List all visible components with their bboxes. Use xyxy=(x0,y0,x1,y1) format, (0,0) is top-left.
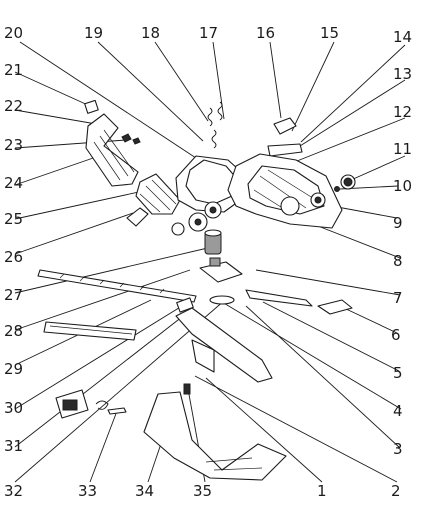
callout-9: 9 xyxy=(393,214,403,232)
callout-labels: 20 19 18 17 16 15 14 13 12 11 10 9 8 7 6… xyxy=(4,24,412,500)
callout-30: 30 xyxy=(4,399,23,417)
callout-14: 14 xyxy=(393,28,412,46)
callout-23: 23 xyxy=(4,136,23,154)
leader-lines xyxy=(14,41,406,483)
part-26-plate xyxy=(126,207,149,227)
part-gear-c xyxy=(171,222,185,236)
part-25-battery-box xyxy=(135,173,181,215)
callout-12: 12 xyxy=(393,103,412,121)
part-10-washer xyxy=(334,186,340,192)
callout-4: 4 xyxy=(393,402,403,420)
callout-17: 17 xyxy=(199,24,218,42)
part-24-tray xyxy=(85,113,139,187)
callout-27: 27 xyxy=(4,286,23,304)
part-34-plate xyxy=(143,391,287,481)
callout-32: 32 xyxy=(4,482,23,500)
callout-19: 19 xyxy=(84,24,103,42)
part-33-rod xyxy=(107,407,127,415)
callout-22: 22 xyxy=(4,97,23,115)
parts xyxy=(37,99,356,481)
part-3-block xyxy=(176,297,194,313)
callout-28: 28 xyxy=(4,322,23,340)
part-32-clip xyxy=(95,400,109,410)
part-35-pin xyxy=(183,383,191,395)
part-7-mount xyxy=(199,261,243,283)
callout-29: 29 xyxy=(4,360,23,378)
callout-11: 11 xyxy=(393,140,412,158)
callout-31: 31 xyxy=(4,437,23,455)
callout-3: 3 xyxy=(393,440,403,458)
callout-2: 2 xyxy=(391,482,401,500)
part-18-spring xyxy=(207,107,213,127)
callout-18: 18 xyxy=(141,24,160,42)
callout-5: 5 xyxy=(393,364,403,382)
callout-21: 21 xyxy=(4,61,23,79)
part-4-disc xyxy=(209,295,235,305)
part-14-lever xyxy=(267,143,303,157)
part-28-strip xyxy=(37,269,197,303)
part-1-arm xyxy=(175,307,273,383)
part-16-latch xyxy=(273,117,297,135)
callout-6: 6 xyxy=(391,326,401,344)
part-21-block xyxy=(84,99,99,114)
callout-1: 1 xyxy=(317,482,327,500)
callout-26: 26 xyxy=(4,248,23,266)
callout-10: 10 xyxy=(393,177,412,195)
callout-34: 34 xyxy=(135,482,154,500)
callout-20: 20 xyxy=(4,24,23,42)
callout-35: 35 xyxy=(193,482,212,500)
callout-13: 13 xyxy=(393,65,412,83)
callout-16: 16 xyxy=(256,24,275,42)
part-6-plate xyxy=(317,299,353,315)
callout-25: 25 xyxy=(4,210,23,228)
callout-24: 24 xyxy=(4,174,23,192)
part-29-rail xyxy=(43,321,137,341)
callout-8: 8 xyxy=(393,252,403,270)
callout-33: 33 xyxy=(78,482,97,500)
part-5-blade xyxy=(245,289,313,307)
callout-15: 15 xyxy=(320,24,339,42)
callout-7: 7 xyxy=(393,289,403,307)
part-17-spring xyxy=(217,101,223,121)
part-23-clip xyxy=(121,133,132,143)
